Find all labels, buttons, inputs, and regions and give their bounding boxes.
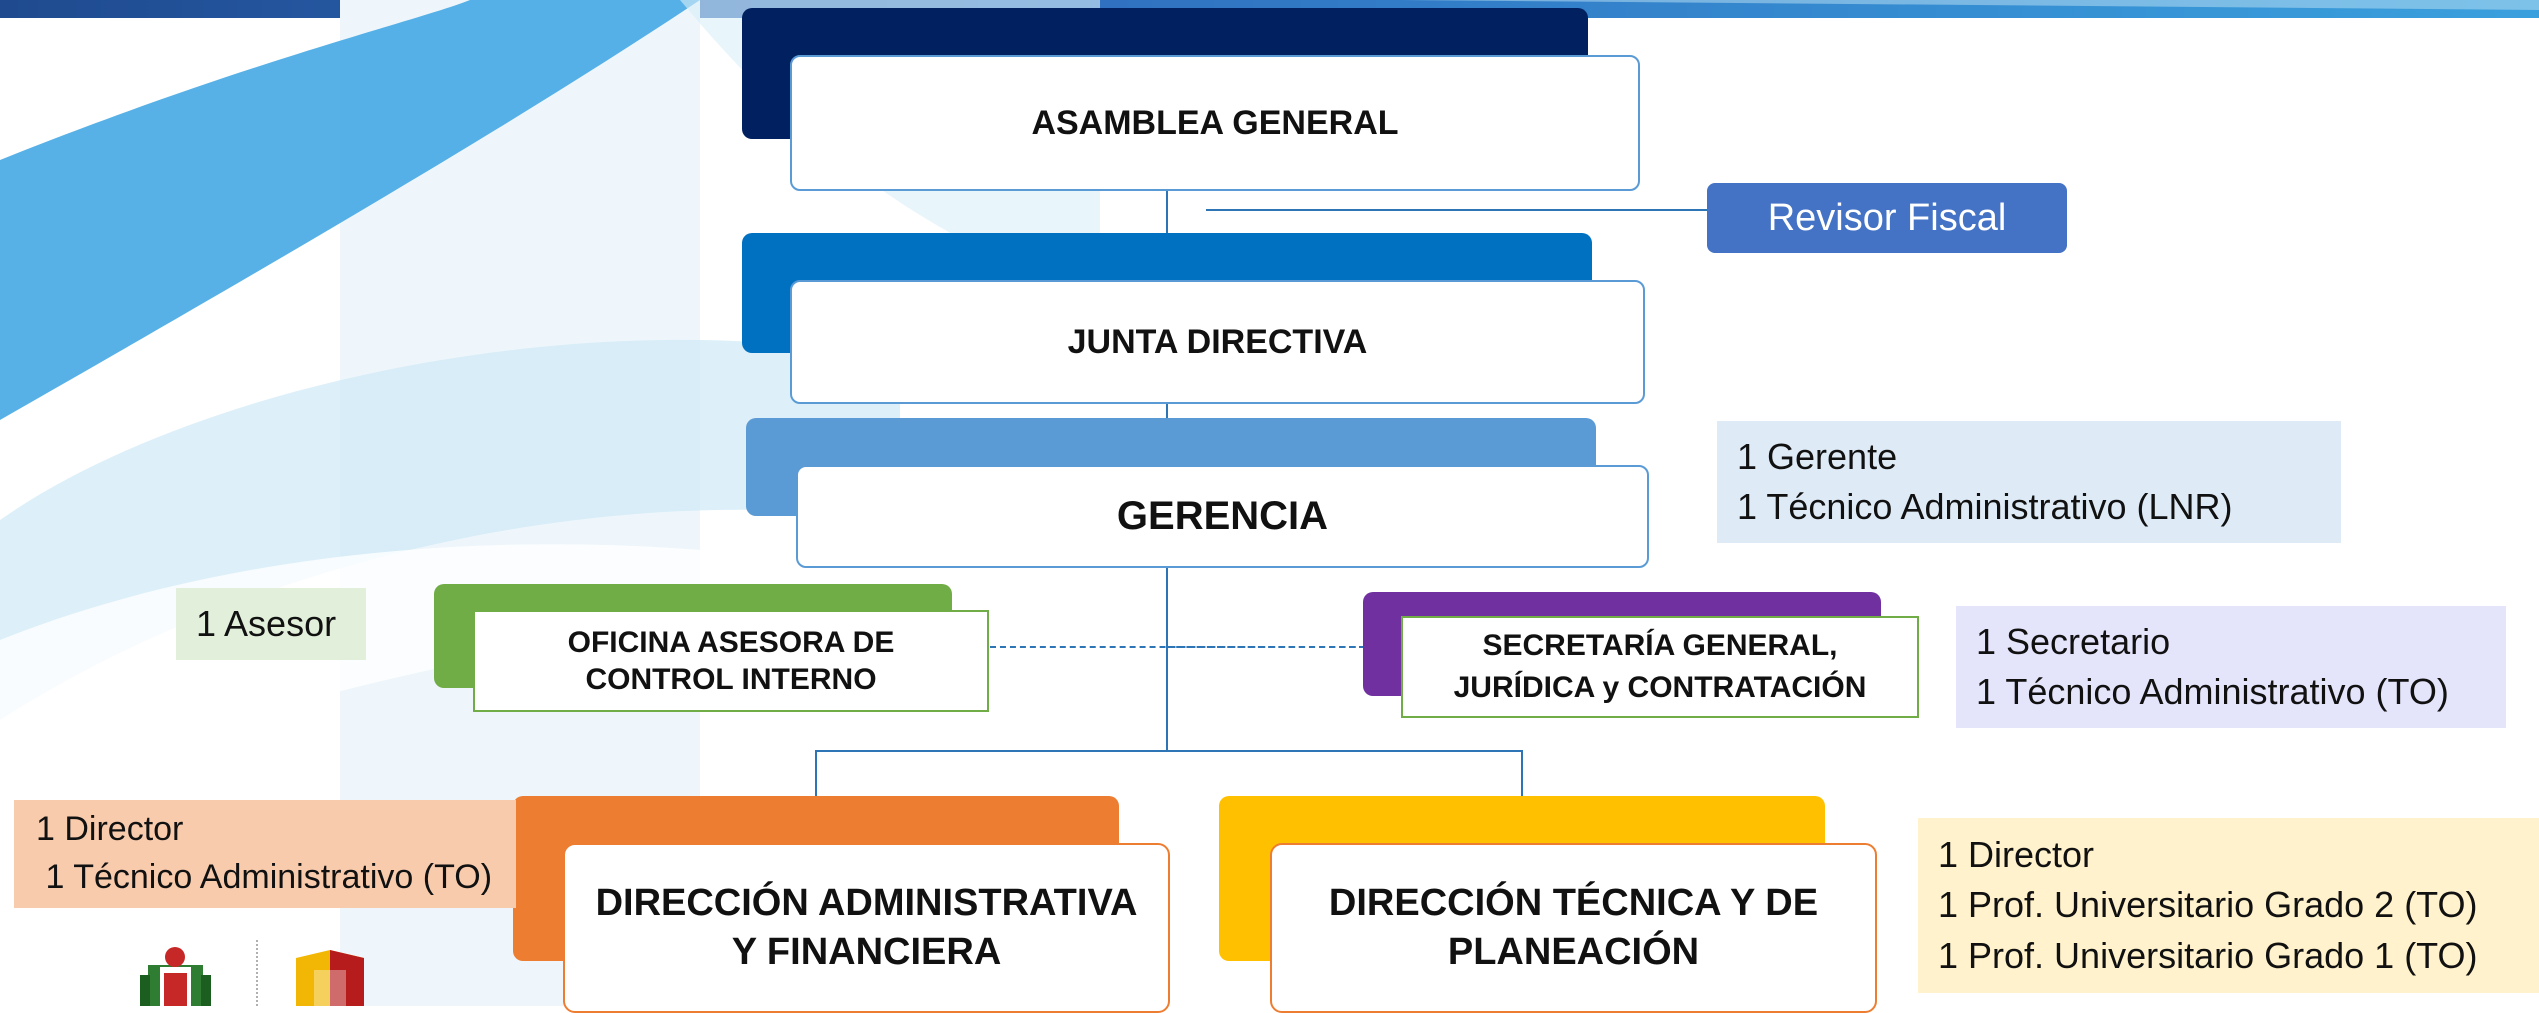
gerencia-node: GERENCIA <box>796 465 1649 568</box>
oficina-label: OFICINA ASESORA DE CONTROL INTERNO <box>567 625 895 697</box>
oficina-node: OFICINA ASESORA DE CONTROL INTERNO <box>473 610 989 712</box>
secretaria-node: SECRETARÍA GENERAL, JURÍDICA y CONTRATAC… <box>1401 616 1919 718</box>
asamblea-label: ASAMBLEA GENERAL <box>1031 103 1399 142</box>
connector-branch-right <box>1521 750 1523 797</box>
staff-line: 1 Técnico Administrativo (LNR) <box>1737 486 2233 527</box>
dir-tecnica-label: DIRECCIÓN TÉCNICA Y DE PLANEACIÓN <box>1328 881 1819 973</box>
staff-line: 1 Asesor <box>196 602 337 644</box>
secretaria-staff: 1 Secretario 1 Técnico Administrativo (T… <box>1956 606 2506 728</box>
revisor-node: Revisor Fiscal <box>1707 183 2067 253</box>
dir-tecnica-node: DIRECCIÓN TÉCNICA Y DE PLANEACIÓN <box>1270 843 1877 1013</box>
dir-admin-staff: 1 Director 1 Técnico Administrativo (TO) <box>14 800 516 908</box>
crest-logo <box>138 945 213 1006</box>
staff-line: 1 Gerente <box>1737 435 1898 477</box>
dir-admin-label: DIRECCIÓN ADMINISTRATIVA Y FINANCIERA <box>595 881 1138 973</box>
revisor-label: Revisor Fiscal <box>1767 196 2007 239</box>
shield-logo <box>290 950 370 1006</box>
connector-branch-horizontal <box>815 750 1523 752</box>
oficina-staff: 1 Asesor <box>176 588 366 660</box>
staff-line: 1 Secretario <box>1976 620 2171 662</box>
staff-line: 1 Director <box>1938 833 2095 875</box>
gerencia-label: GERENCIA <box>1116 494 1329 538</box>
staff-line: 1 Director <box>36 810 184 849</box>
connector-branch-left <box>815 750 817 797</box>
dir-tecnica-staff: 1 Director 1 Prof. Universitario Grado 2… <box>1918 818 2539 993</box>
staff-line: 1 Técnico Administrativo (TO) <box>1976 671 2449 712</box>
dir-admin-node: DIRECCIÓN ADMINISTRATIVA Y FINANCIERA <box>563 843 1170 1013</box>
junta-node: JUNTA DIRECTIVA <box>790 280 1645 404</box>
connector-revisor <box>1206 209 1708 211</box>
divider-dotted <box>256 940 258 1006</box>
secretaria-label: SECRETARÍA GENERAL, JURÍDICA y CONTRATAC… <box>1453 629 1867 704</box>
connector-dashed-staff-right <box>1166 646 1366 648</box>
staff-line: 1 Prof. Universitario Grado 2 (TO) <box>1938 884 2478 926</box>
junta-label: JUNTA DIRECTIVA <box>1067 322 1368 361</box>
gerencia-staff: 1 Gerente 1 Técnico Administrativo (LNR) <box>1717 421 2341 543</box>
asamblea-node: ASAMBLEA GENERAL <box>790 55 1640 191</box>
staff-line: 1 Prof. Universitario Grado 1 (TO) <box>1938 934 2478 976</box>
staff-line: 1 Técnico Administrativo (TO) <box>36 858 493 896</box>
